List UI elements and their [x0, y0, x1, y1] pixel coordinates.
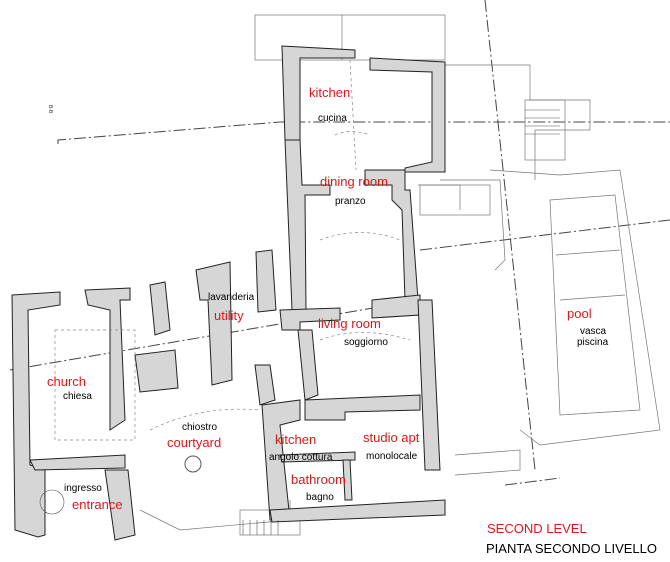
label-entrance-en: entrance — [72, 497, 123, 512]
label-utility-it: lavanderia — [208, 292, 255, 303]
vault-lines — [54, 59, 411, 441]
label-pool-en: pool — [567, 306, 592, 321]
label-courtyard-it: chiostro — [182, 422, 217, 433]
label-bathroom-en: bathroom — [291, 472, 346, 487]
section-marker: B-B — [47, 105, 53, 114]
fountain-icon — [184, 455, 202, 473]
label-studio-en: studio apt — [363, 430, 420, 445]
label-church-it: chiesa — [63, 391, 92, 402]
label-living-en: living room — [318, 316, 381, 331]
label-kitchenette-it: angolo cottura — [269, 452, 333, 463]
label-dining-it: pranzo — [335, 196, 366, 207]
label-bathroom-it: bagno — [306, 492, 334, 503]
stairs — [39, 109, 560, 535]
label-entrance-it: ingresso — [64, 483, 102, 494]
label-living-it: soggiorno — [344, 337, 388, 348]
label-dining-en: dining room — [320, 174, 388, 189]
label-pool-it-2: piscina — [577, 337, 609, 348]
title-italian: PIANTA SECONDO LIVELLO — [486, 541, 657, 556]
label-studio-it: monolocale — [366, 451, 418, 462]
label-kitchen-en: kitchen — [309, 85, 350, 100]
label-courtyard-en: courtyard — [167, 435, 221, 450]
label-church-en: church — [47, 374, 86, 389]
label-utility-en: utility — [214, 308, 244, 323]
title-english: SECOND LEVEL — [487, 521, 587, 536]
label-pool-it-1: vasca — [580, 326, 607, 337]
label-kitchen-it: cucina — [318, 113, 347, 124]
label-kitchenette-en: kitchen — [275, 432, 316, 447]
walls — [11, 45, 446, 541]
